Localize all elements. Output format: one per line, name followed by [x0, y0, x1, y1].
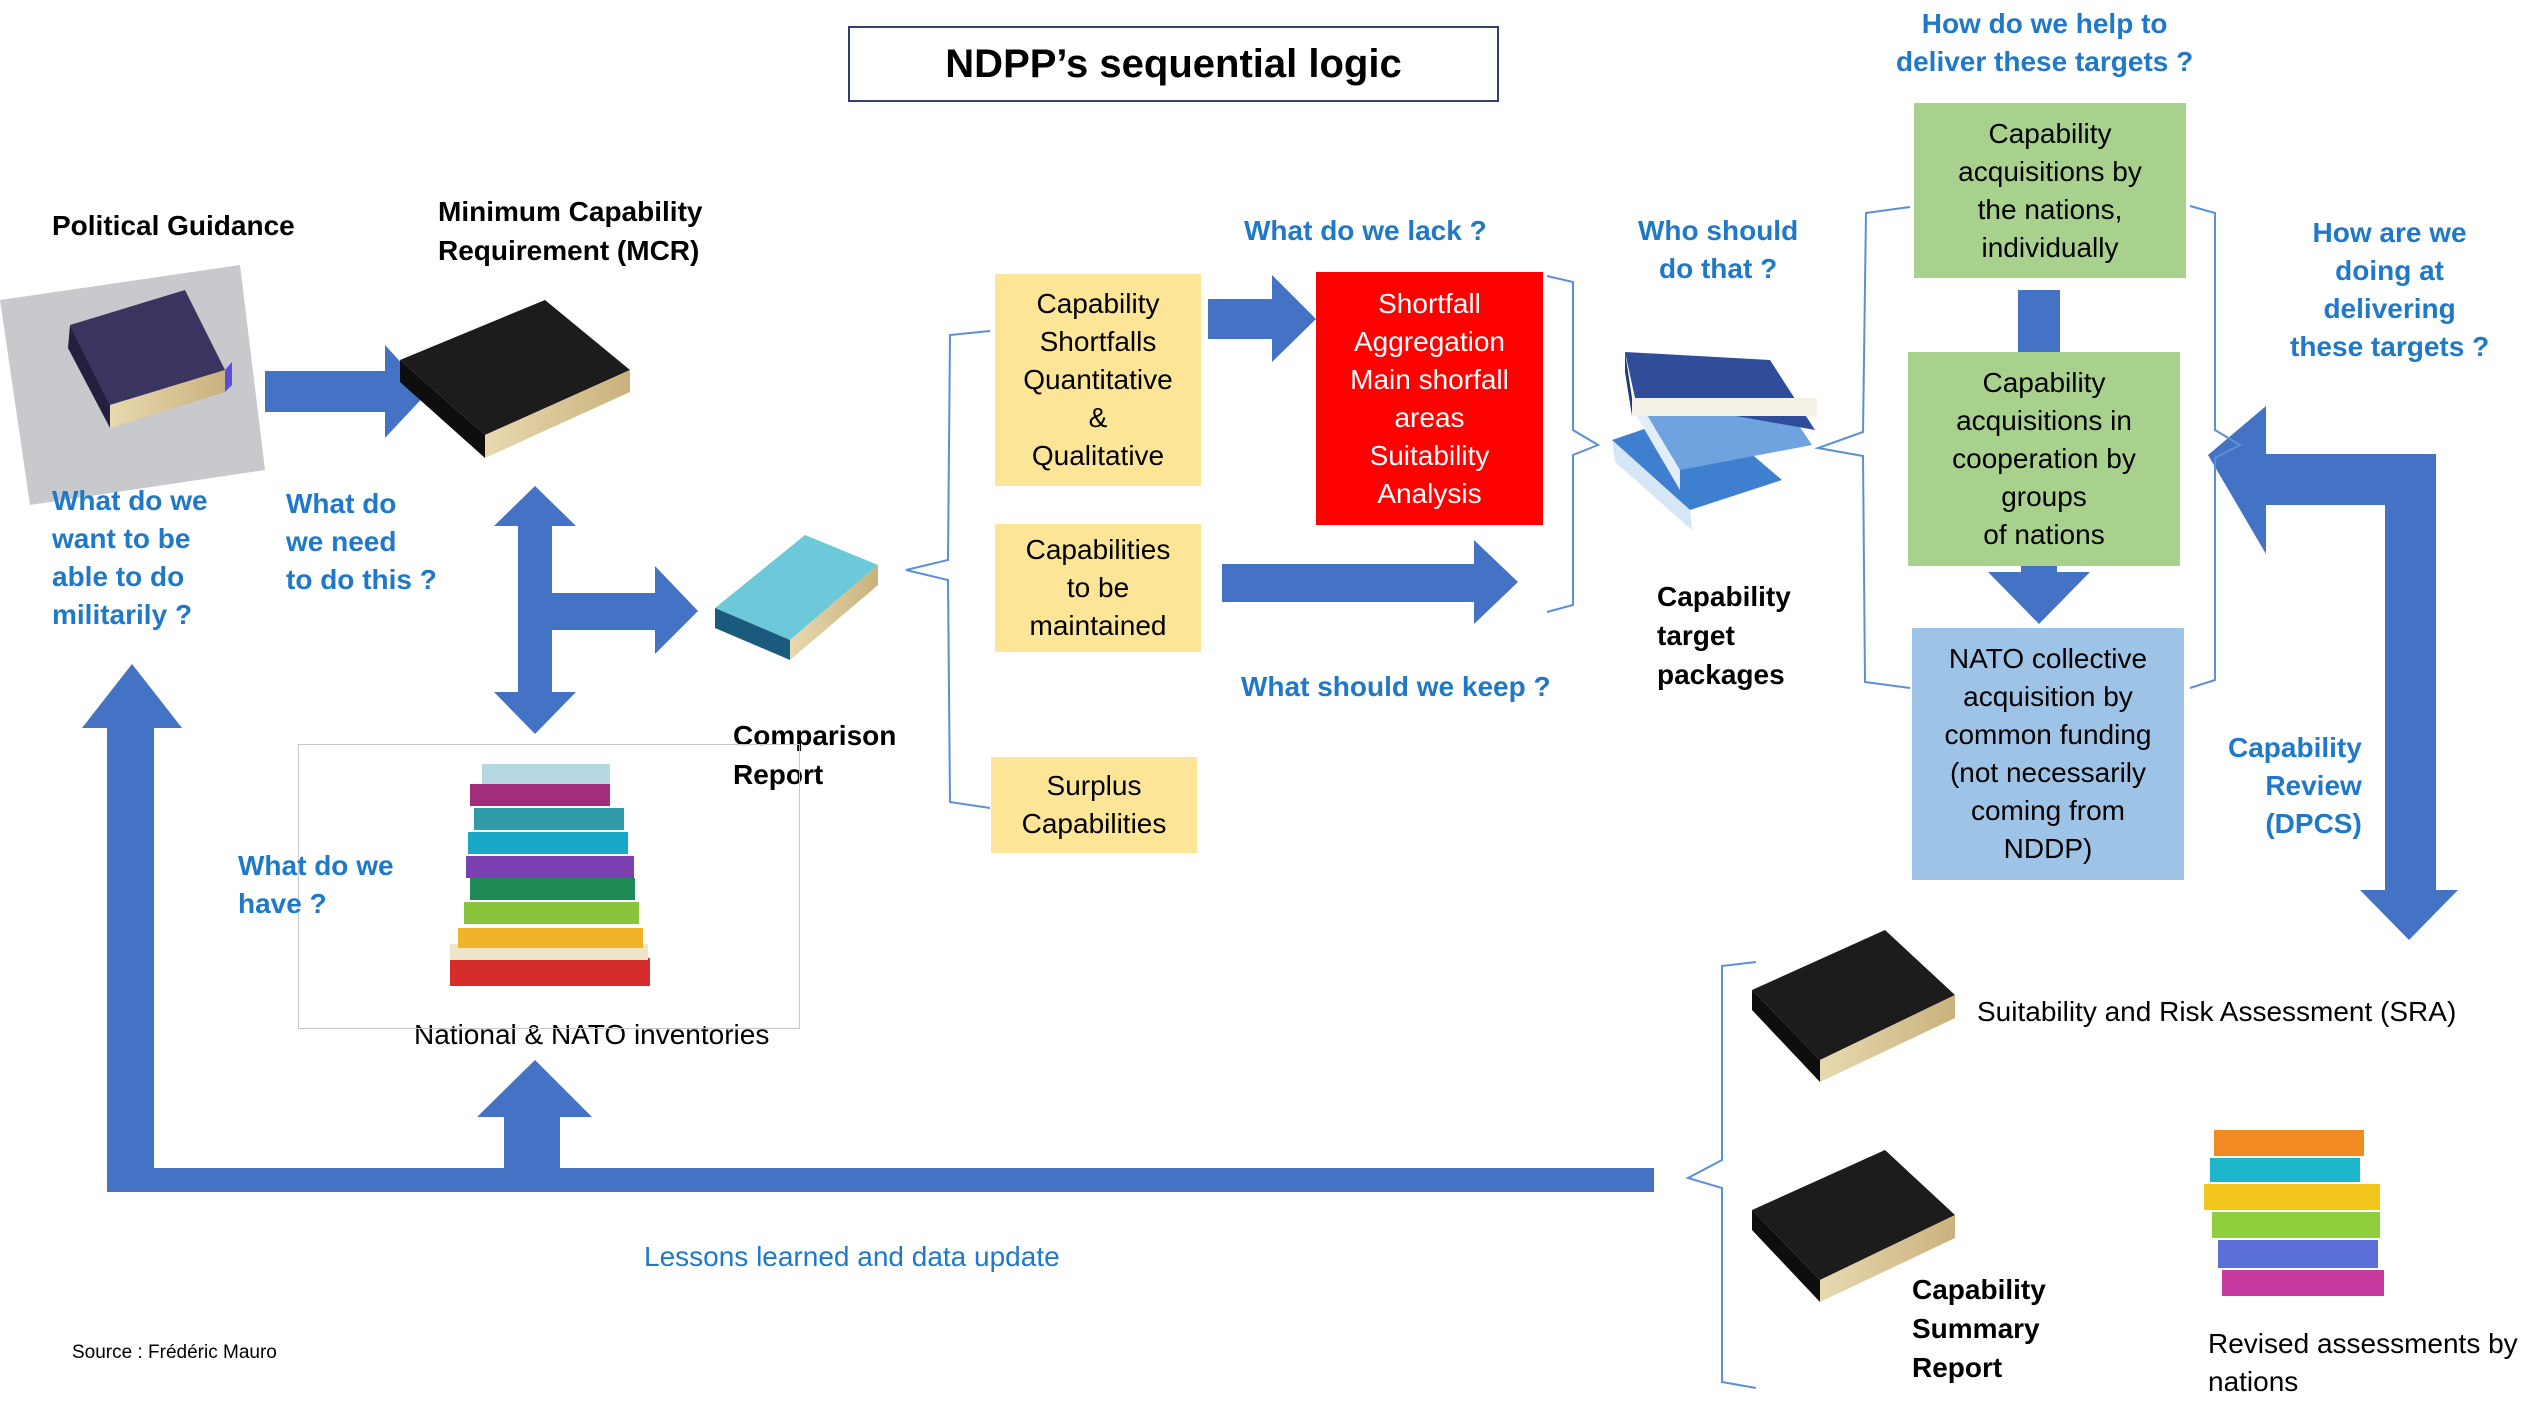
question-what-lack: What do we lack ?	[1244, 215, 1487, 246]
arrow-maintained-to-packages	[1222, 540, 1518, 624]
arrow-pg-to-mcr	[265, 345, 428, 438]
bracket-to-packages	[1546, 275, 1601, 613]
black-book-icon	[1752, 1150, 1955, 1302]
political-guidance-label: Political Guidance	[52, 210, 295, 241]
book-stack-icon	[2204, 1130, 2384, 1296]
arrow-cooperation-to-collective	[1988, 566, 2090, 624]
bracket-packages-split	[1814, 206, 1911, 689]
dark-book-icon	[0, 265, 265, 505]
box-acquisitions-individually: Capability acquisitions by the nations, …	[1914, 103, 2186, 278]
arrow-to-comparison	[552, 566, 698, 654]
bracket-comparison-split	[905, 330, 991, 809]
capability-target-packages-label: Capability target packages	[1657, 581, 1791, 690]
revised-assessments-label: Revised assessments by nations	[2208, 1328, 2518, 1397]
capability-summary-report-label: Capability Summary Report	[1912, 1274, 2046, 1383]
source-note: Source : Frédéric Mauro	[72, 1342, 277, 1363]
arrow-mcr-inventories	[494, 486, 576, 734]
arrow-to-shortfall-aggregation	[1208, 275, 1316, 362]
black-book-icon	[400, 300, 630, 458]
lessons-learned-label: Lessons learned and data update	[644, 1241, 1060, 1272]
brackets	[905, 205, 2243, 1389]
blue-books-icon	[1612, 352, 1817, 530]
box-shortfall-aggregation: Shortfall Aggregation Main shorfall area…	[1316, 272, 1543, 525]
arrow-individually-to-cooperation	[2018, 290, 2060, 352]
box-acquisitions-cooperation: Capability acquisitions in cooperation b…	[1908, 352, 2180, 566]
inventories-label: National & NATO inventories	[414, 1019, 770, 1050]
page-title: NDPP’s sequential logic	[848, 26, 1499, 102]
question-capability-review: Capability Review (DPCS)	[2228, 732, 2362, 839]
black-book-icon	[1752, 930, 1955, 1082]
arrows	[82, 275, 2458, 1192]
box-capability-shortfalls: Capability Shortfalls Quantitative & Qua…	[995, 274, 1201, 486]
question-help-deliver: How do we help to deliver these targets …	[1896, 8, 2194, 77]
comparison-report-label: Comparison Report	[733, 720, 897, 790]
sra-label: Suitability and Risk Assessment (SRA)	[1977, 996, 2457, 1027]
arrow-capability-review	[2208, 406, 2458, 940]
inventories-frame	[298, 744, 800, 1029]
bracket-right-green	[2189, 205, 2243, 689]
question-what-keep: What should we keep ?	[1241, 671, 1551, 702]
question-what-have: What do we have ?	[238, 850, 394, 919]
box-nato-collective: NATO collective acquisition by common fu…	[1912, 628, 2184, 880]
question-how-doing: How are we doing at delivering these tar…	[2290, 217, 2490, 362]
question-need-to-do: What do we need to do this ?	[286, 488, 437, 595]
bracket-reports	[1685, 961, 1757, 1389]
question-want-militarily: What do we want to be able to do militar…	[52, 485, 208, 630]
mcr-label: Minimum Capability Requirement (MCR)	[438, 196, 703, 266]
question-who-should: Who should do that ?	[1638, 215, 1799, 284]
box-surplus-capabilities: Surplus Capabilities	[991, 757, 1197, 853]
book-stack-icon	[450, 764, 650, 986]
box-capabilities-maintained: Capabilities to be maintained	[995, 524, 1201, 652]
teal-book-icon	[715, 535, 878, 660]
